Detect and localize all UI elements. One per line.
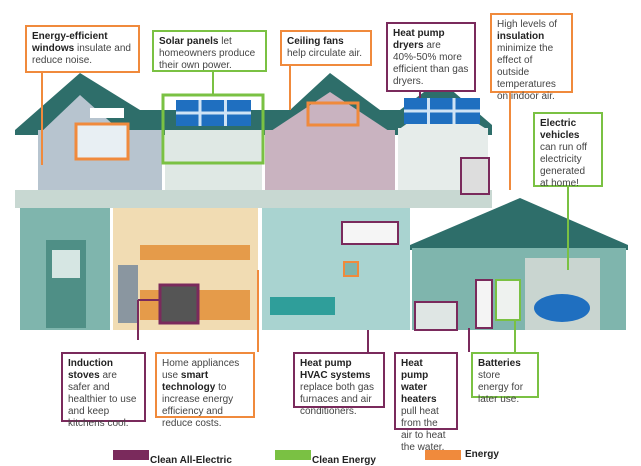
callout-title: Induction stoves bbox=[68, 358, 113, 381]
callout-title: insulation bbox=[497, 31, 545, 42]
callout-text: insulate and reduce noise. bbox=[32, 43, 131, 66]
callout-heat-pump-hvac: Heat pump HVAC systems replace both gas … bbox=[293, 352, 385, 417]
solar-panel bbox=[404, 98, 480, 124]
callout-text: help circulate air. bbox=[287, 48, 363, 59]
callout-text: to increase energy efficiency and reduce… bbox=[162, 382, 234, 429]
callout-windows: Energy-efficient windows insulate and re… bbox=[25, 25, 140, 73]
callout-induction-stoves: Induction stoves are safer and healthier… bbox=[61, 352, 146, 429]
legend-swatch-clean-energy bbox=[275, 450, 311, 460]
callout-text: are 40%-50% more efficient than gas drye… bbox=[393, 40, 469, 87]
callout-title: Heat pump dryers bbox=[393, 28, 445, 51]
callout-electric-vehicles: Electric vehicles can run off electricit… bbox=[533, 112, 603, 189]
callout-title: smart technology bbox=[162, 370, 216, 393]
legend-label: Energy bbox=[465, 449, 499, 460]
callout-title: Electric vehicles bbox=[540, 118, 580, 141]
callout-text: High levels of bbox=[497, 19, 558, 30]
callout-text: Home appliances use bbox=[162, 358, 240, 381]
callout-title: Energy-efficient windows bbox=[32, 31, 108, 54]
callout-solar: Solar panels let homeowners produce thei… bbox=[152, 30, 267, 72]
callout-text: pull heat from the air to heat the water… bbox=[401, 406, 446, 453]
callout-title: Heat pump water heaters bbox=[401, 358, 437, 405]
callout-text: are safer and healthier to use and keep … bbox=[68, 370, 137, 429]
solar-panel bbox=[176, 100, 251, 126]
callout-title: Solar panels bbox=[159, 36, 219, 47]
callout-text: store energy for later use. bbox=[478, 370, 524, 405]
callout-heat-pump-dryers: Heat pump dryers are 40%-50% more effici… bbox=[386, 22, 476, 92]
legend-label: Clean All-Electric bbox=[150, 455, 232, 466]
callout-batteries: Batteries store energy for later use. bbox=[471, 352, 539, 405]
callout-insulation: High levels of insulation minimize the e… bbox=[490, 13, 573, 102]
callout-title: Batteries bbox=[478, 358, 521, 369]
callout-ceiling-fans: Ceiling fans help circulate air. bbox=[280, 30, 372, 66]
callout-heat-pump-water-heaters: Heat pump water heaters pull heat from t… bbox=[394, 352, 458, 453]
legend-swatch-clean-all-electric bbox=[113, 450, 149, 460]
callout-title: Ceiling fans bbox=[287, 36, 344, 47]
callout-text: replace both gas furnaces and air condit… bbox=[300, 382, 374, 417]
callout-text: let homeowners produce their own power. bbox=[159, 36, 256, 71]
legend-label: Clean Energy bbox=[312, 455, 376, 466]
legend-swatch-energy bbox=[425, 450, 461, 460]
callout-smart-technology: Home appliances use smart technology to … bbox=[155, 352, 255, 429]
callout-text: minimize the effect of outside temperatu… bbox=[497, 43, 556, 102]
callout-title: Heat pump HVAC systems bbox=[300, 358, 371, 381]
callout-text: can run off electricity generated at hom… bbox=[540, 142, 588, 189]
